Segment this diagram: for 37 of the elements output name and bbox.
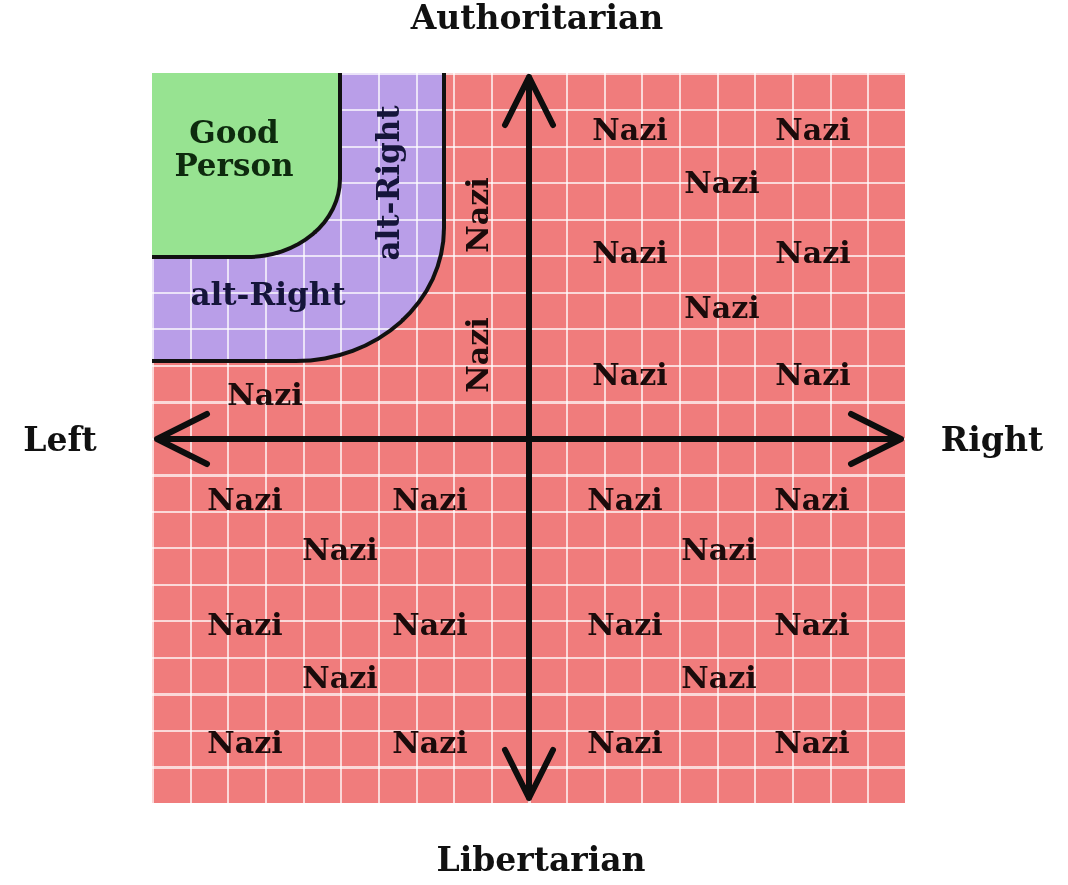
region-label: Nazi	[681, 662, 757, 694]
region-label: Nazi	[681, 534, 757, 566]
region-label: Nazi	[592, 114, 668, 146]
region-label: Nazi	[587, 727, 663, 759]
region-label: Nazi	[302, 662, 378, 694]
region-label: Nazi	[207, 727, 283, 759]
axis-label: Right	[940, 422, 1044, 458]
axis-label: Left	[23, 422, 97, 458]
region-label: Nazi	[392, 609, 468, 641]
region-label: Nazi	[592, 237, 668, 269]
region-label: Nazi	[775, 114, 851, 146]
region-label: Nazi	[302, 534, 378, 566]
region-label: alt-Right	[371, 105, 405, 261]
region-label: Nazi	[462, 177, 494, 253]
region-label: Nazi	[684, 167, 760, 199]
region-label: alt-Right	[190, 277, 346, 311]
corner-region	[152, 73, 446, 363]
region-label: Nazi	[684, 292, 760, 324]
compass-grid	[152, 73, 905, 803]
region-label: Nazi	[774, 484, 850, 516]
region-label: Nazi	[774, 727, 850, 759]
axis-label: Authoritarian	[410, 0, 664, 36]
region-label: Nazi	[207, 484, 283, 516]
region-label: Nazi	[462, 317, 494, 393]
region-label: Nazi	[775, 359, 851, 391]
region-label: Nazi	[587, 609, 663, 641]
region-label: Nazi	[207, 609, 283, 641]
region-label: Good Person	[173, 116, 295, 182]
region-label: Nazi	[775, 237, 851, 269]
axis-label: Libertarian	[436, 842, 646, 878]
region-label: Nazi	[392, 727, 468, 759]
region-label: Nazi	[227, 379, 303, 411]
region-label: Nazi	[774, 609, 850, 641]
region-label: Nazi	[587, 484, 663, 516]
corner-region	[152, 73, 342, 259]
region-label: Nazi	[592, 359, 668, 391]
region-label: Nazi	[392, 484, 468, 516]
